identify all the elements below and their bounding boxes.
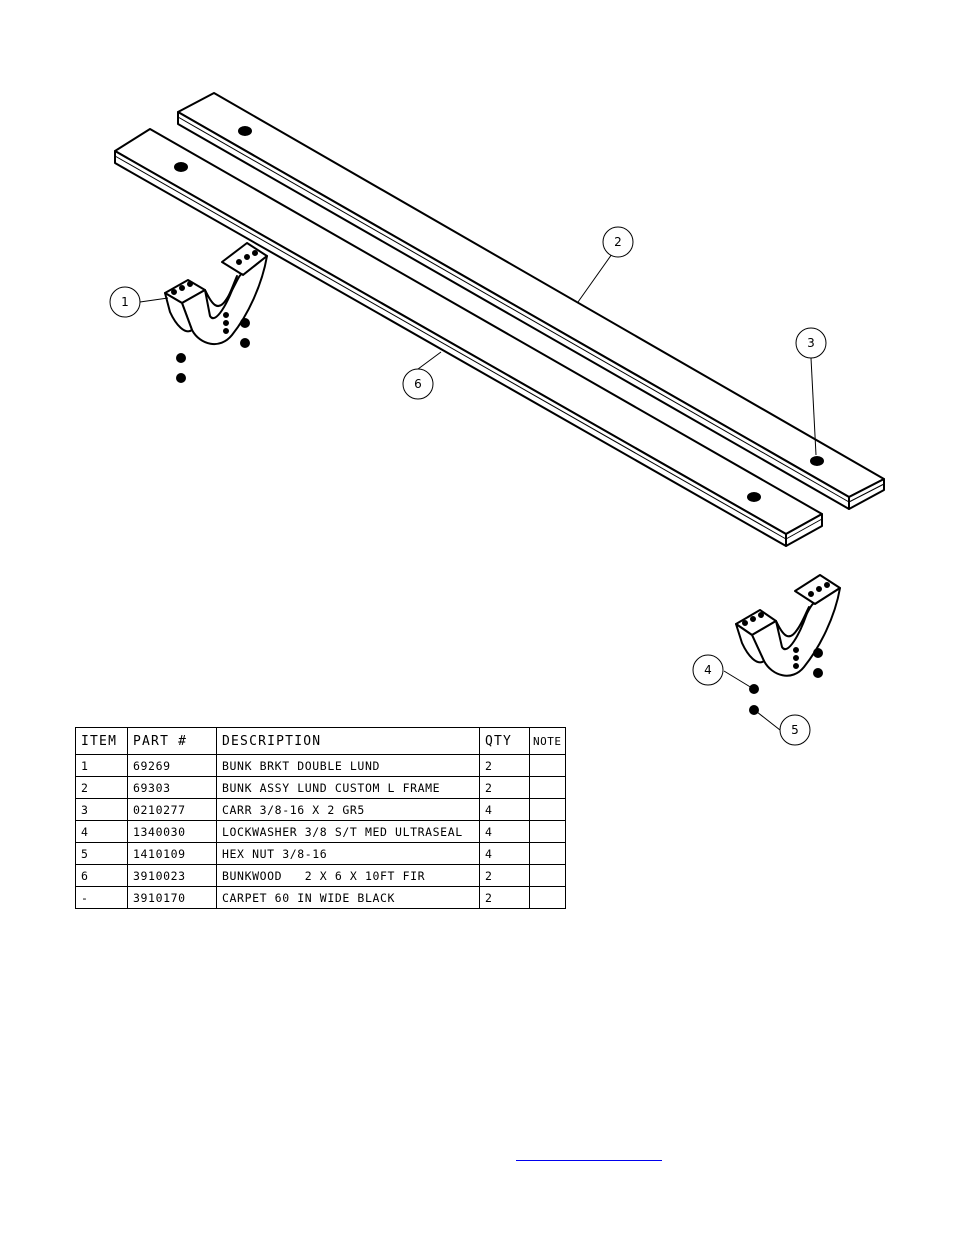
bom-cell-note [529, 886, 566, 909]
bunk-board-back [177, 92, 885, 510]
bom-cell-item: 3 [75, 798, 128, 821]
bom-cell-part: 1410109 [127, 842, 217, 865]
callout-2: 2 [602, 226, 634, 258]
bom-cell-item: 5 [75, 842, 128, 865]
bom-cell-qty: 4 [479, 842, 530, 865]
bom-cell-note [529, 776, 566, 799]
bom-cell-description: BUNK ASSY LUND CUSTOM L FRAME [216, 776, 480, 799]
bom-cell-part: 1340030 [127, 820, 217, 843]
bom-cell-qty: 4 [479, 798, 530, 821]
bom-header-description: DESCRIPTION [216, 727, 480, 755]
bunk-bracket-left [164, 242, 268, 383]
bom-cell-description: CARR 3/8-16 X 2 GR5 [216, 798, 480, 821]
bom-header-part: PART # [127, 727, 217, 755]
bom-cell-qty: 2 [479, 754, 530, 777]
bom-cell-description: CARPET 60 IN WIDE BLACK [216, 886, 480, 909]
bom-cell-part: 3910023 [127, 864, 217, 887]
bom-cell-note [529, 754, 566, 777]
bunk-bracket-right [735, 574, 841, 715]
bom-cell-item: 4 [75, 820, 128, 843]
callout-1: 1 [109, 286, 141, 318]
bom-row: 2 69303 BUNK ASSY LUND CUSTOM L FRAME 2 [75, 776, 566, 799]
bom-cell-note [529, 842, 566, 865]
bom-cell-part: 69303 [127, 776, 217, 799]
bom-cell-description: BUNK BRKT DOUBLE LUND [216, 754, 480, 777]
bom-cell-description: BUNKWOOD 2 X 6 X 10FT FIR [216, 864, 480, 887]
bom-row: 6 3910023 BUNKWOOD 2 X 6 X 10FT FIR 2 [75, 864, 566, 887]
bunk-board-front [114, 128, 823, 547]
bom-cell-note [529, 798, 566, 821]
bom-header-qty: QTY [479, 727, 530, 755]
bom-cell-qty: 4 [479, 820, 530, 843]
bom-row: 3 0210277 CARR 3/8-16 X 2 GR5 4 [75, 798, 566, 821]
bom-cell-item: - [75, 886, 128, 909]
bom-header-item: ITEM [75, 727, 128, 755]
bom-cell-qty: 2 [479, 776, 530, 799]
callout-6: 6 [402, 368, 434, 400]
bom-cell-description: HEX NUT 3/8-16 [216, 842, 480, 865]
bom-cell-qty: 2 [479, 886, 530, 909]
callout-label-1: 1 [121, 295, 129, 309]
callout-label-2: 2 [614, 235, 622, 249]
bom-header-row: ITEM PART # DESCRIPTION QTY NOTE [75, 727, 566, 755]
bill-of-materials-table: ITEM PART # DESCRIPTION QTY NOTE 1 69269… [75, 727, 566, 909]
callout-4: 4 [692, 654, 724, 686]
bom-cell-item: 1 [75, 754, 128, 777]
callout-label-5: 5 [791, 723, 799, 737]
bom-header-note: NOTE [529, 727, 566, 755]
callout-5: 5 [779, 714, 811, 746]
bom-row: - 3910170 CARPET 60 IN WIDE BLACK 2 [75, 886, 566, 909]
bom-row: 5 1410109 HEX NUT 3/8-16 4 [75, 842, 566, 865]
callout-label-4: 4 [704, 663, 712, 677]
callout-label-3: 3 [807, 336, 815, 350]
bom-row: 4 1340030 LOCKWASHER 3/8 S/T MED ULTRASE… [75, 820, 566, 843]
bom-cell-item: 2 [75, 776, 128, 799]
bom-cell-item: 6 [75, 864, 128, 887]
bom-cell-note [529, 864, 566, 887]
bom-cell-part: 69269 [127, 754, 217, 777]
bom-cell-part: 0210277 [127, 798, 217, 821]
callout-label-6: 6 [414, 377, 422, 391]
bom-cell-qty: 2 [479, 864, 530, 887]
bom-cell-description: LOCKWASHER 3/8 S/T MED ULTRASEAL [216, 820, 480, 843]
bom-row: 1 69269 BUNK BRKT DOUBLE LUND 2 [75, 754, 566, 777]
callout-3: 3 [795, 327, 827, 359]
bom-cell-note [529, 820, 566, 843]
bom-cell-part: 3910170 [127, 886, 217, 909]
footer-link[interactable] [516, 1146, 662, 1161]
